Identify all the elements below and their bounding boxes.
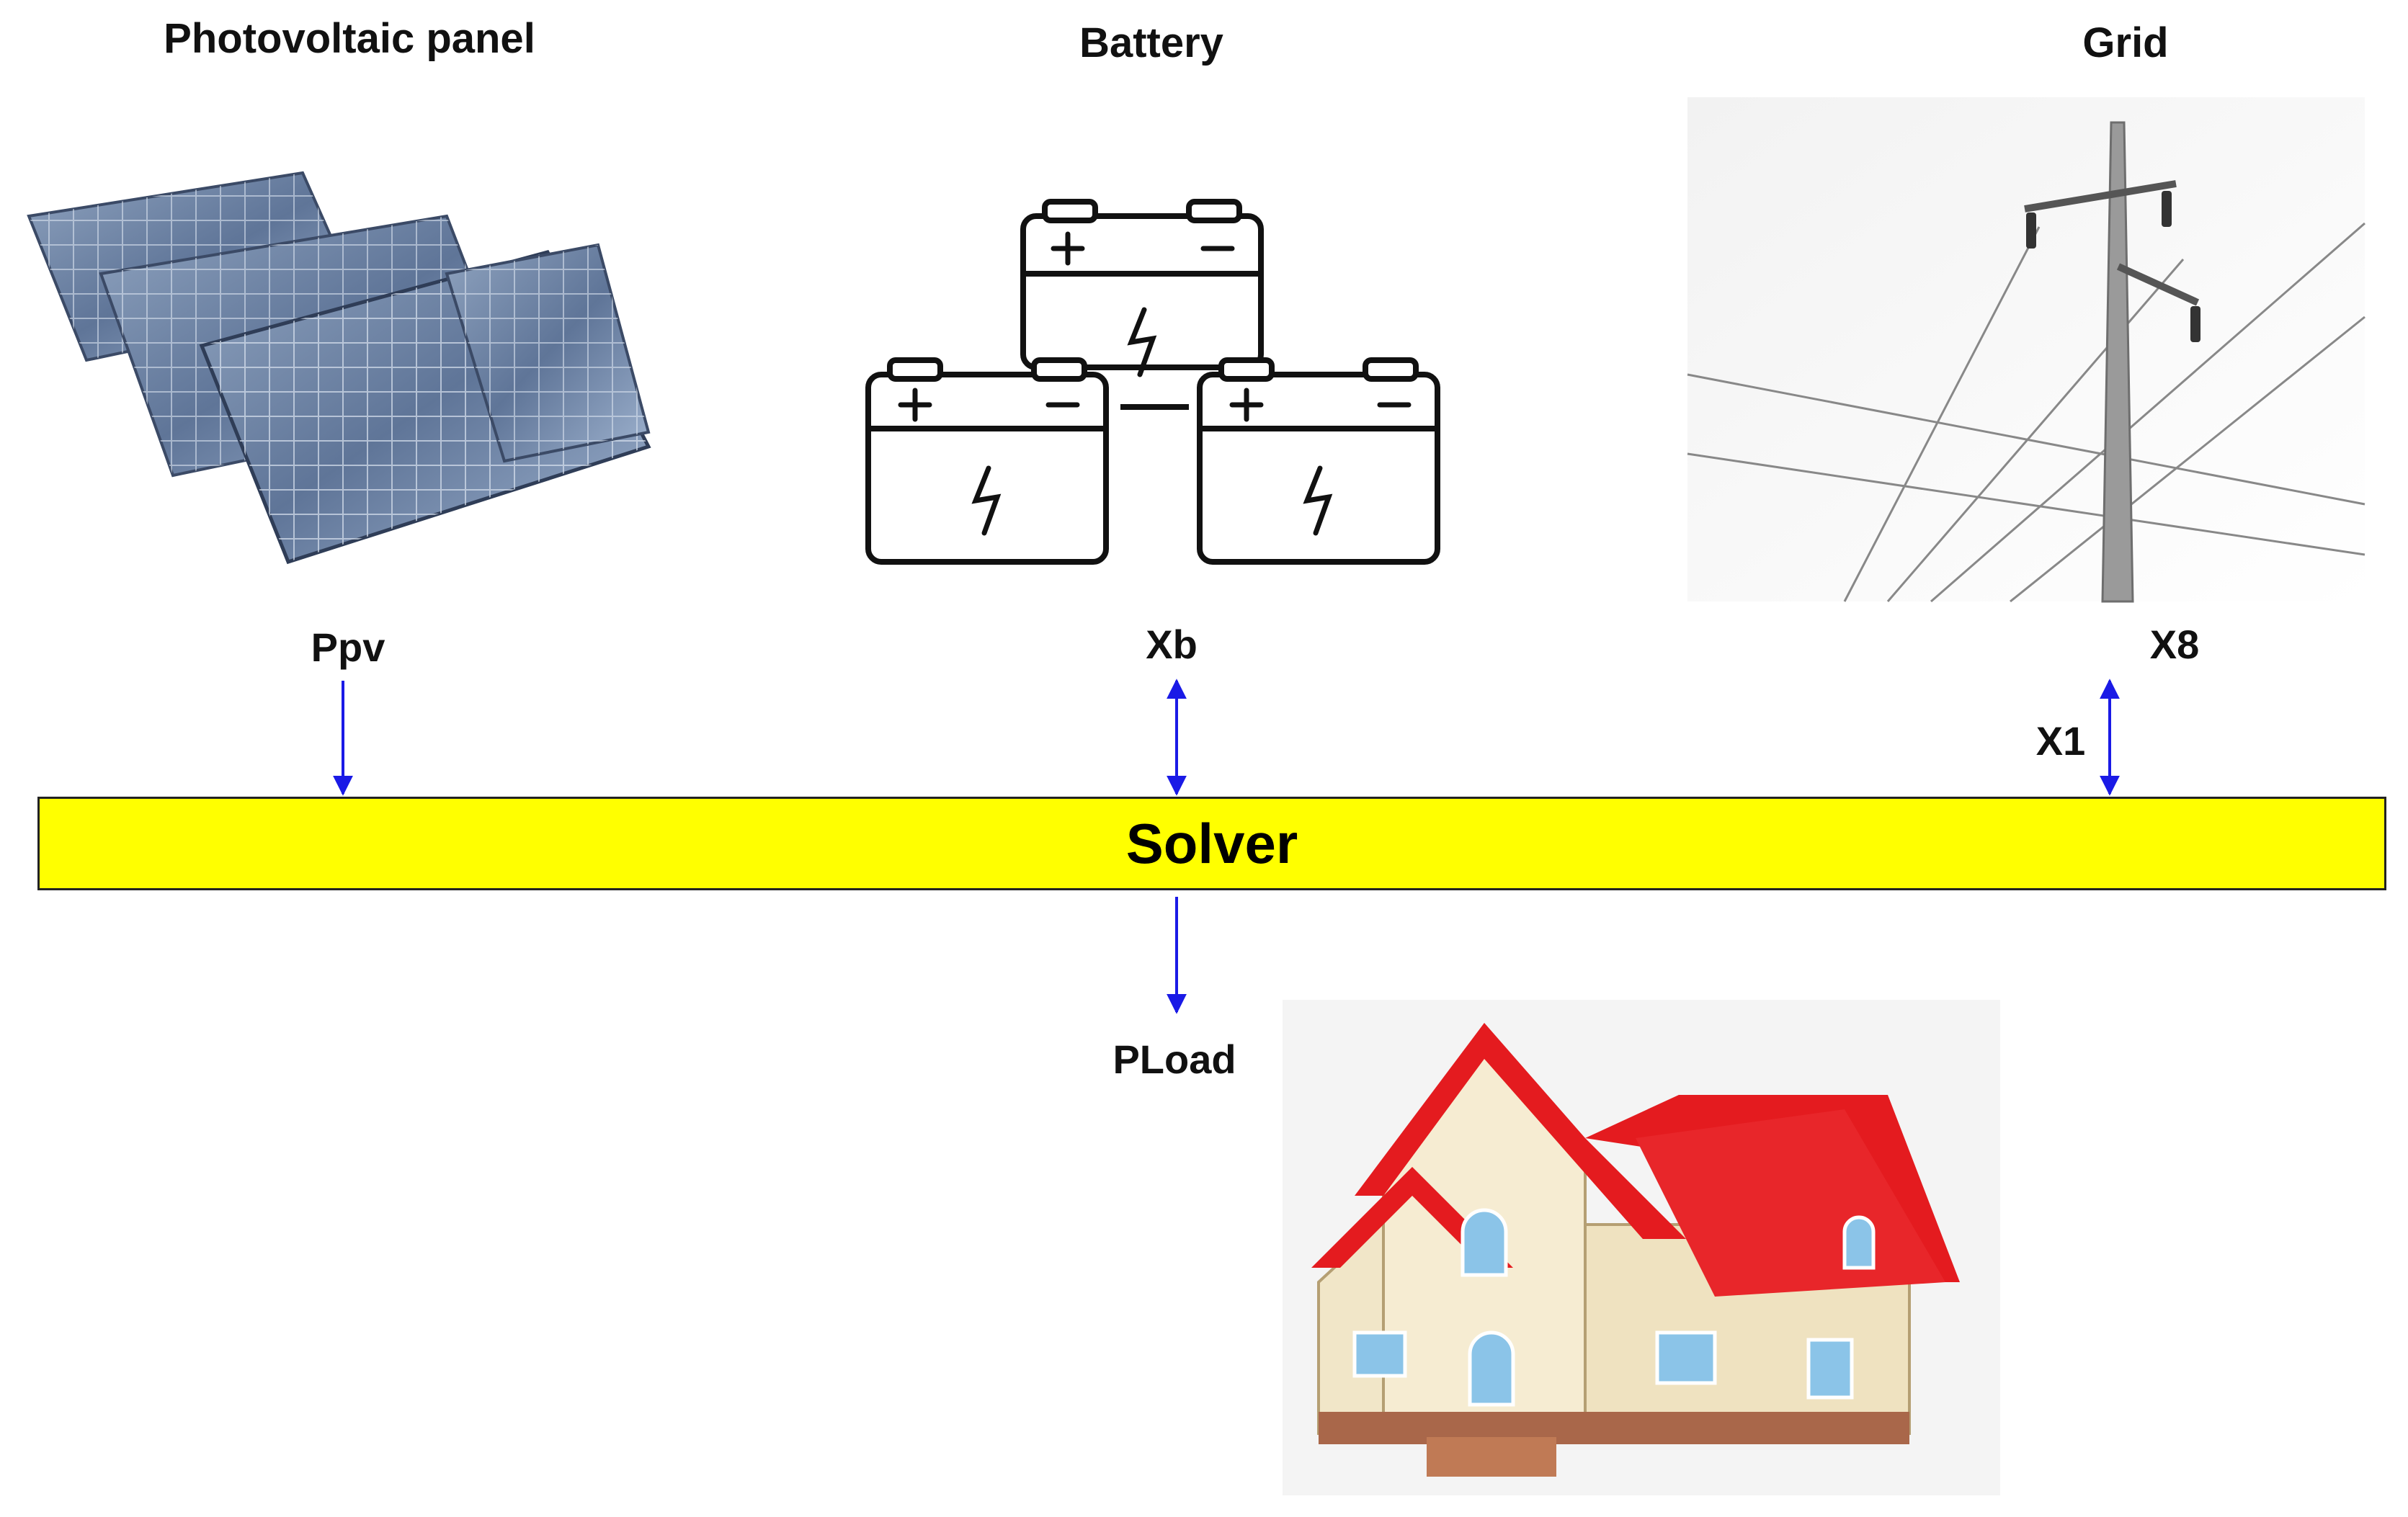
solver-label: Solver (1125, 811, 1298, 875)
pload-label: PLoad (1112, 1037, 1236, 1082)
solver-bar: Solver (37, 797, 2386, 890)
x8-label: X8 (2149, 622, 2200, 667)
pv-title: Photovoltaic panel (164, 15, 535, 62)
ppv-label: Ppv (311, 625, 385, 670)
battery-title: Battery (1079, 19, 1223, 66)
x1-label: X1 (2035, 718, 2086, 764)
grid-title: Grid (2082, 19, 2169, 66)
xb-label: Xb (1146, 622, 1198, 667)
